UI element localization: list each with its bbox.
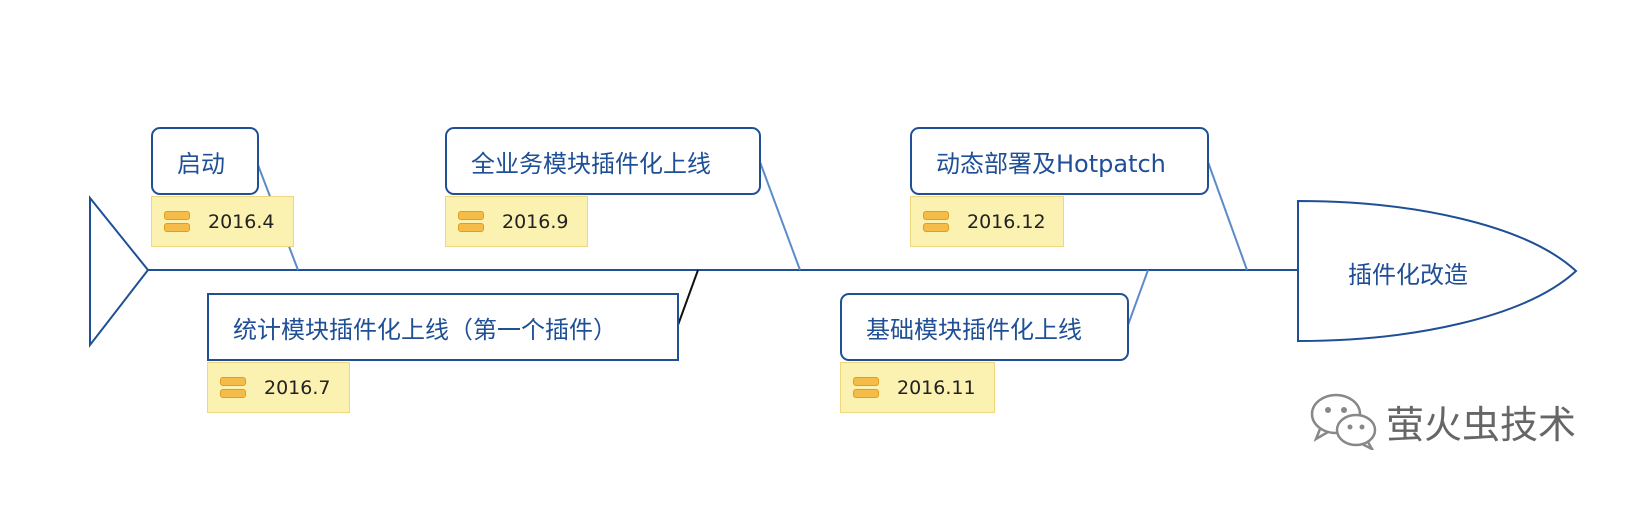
milestone-box-hotpatch[interactable]: 动态部署及Hotpatch [910, 127, 1209, 195]
note-icon [220, 376, 248, 399]
milestone-title: 基础模块插件化上线 [866, 315, 1082, 344]
milestone-title: 动态部署及Hotpatch [936, 149, 1166, 178]
milestone-note-start: 2016.4 [151, 196, 294, 247]
note-icon [164, 210, 192, 233]
rib-5 [1127, 269, 1149, 326]
milestone-box-base[interactable]: 基础模块插件化上线 [840, 293, 1129, 361]
milestone-date: 2016.11 [897, 376, 976, 399]
note-icon [923, 210, 951, 233]
milestone-date: 2016.7 [264, 376, 331, 399]
milestone-title: 统计模块插件化上线（第一个插件） [233, 315, 617, 344]
wechat-icon [1310, 393, 1377, 450]
rib-3 [1207, 161, 1248, 271]
milestone-note-base: 2016.11 [840, 362, 995, 413]
milestone-note-stats: 2016.7 [207, 362, 350, 413]
milestone-box-all-modules[interactable]: 全业务模块插件化上线 [445, 127, 761, 195]
milestone-note-all-modules: 2016.9 [445, 196, 588, 247]
milestone-box-stats[interactable]: 统计模块插件化上线（第一个插件） [207, 293, 679, 361]
head-label: 插件化改造 [1348, 261, 1468, 289]
milestone-date: 2016.4 [208, 210, 275, 233]
milestone-title: 全业务模块插件化上线 [471, 149, 711, 178]
milestone-date: 2016.9 [502, 210, 569, 233]
milestone-box-start[interactable]: 启动 [151, 127, 259, 195]
fish-head [1297, 199, 1578, 343]
note-icon [853, 376, 881, 399]
rib-4 [677, 269, 699, 326]
watermark-text: 萤火虫技术 [1386, 402, 1577, 447]
milestone-date: 2016.12 [967, 210, 1046, 233]
milestone-note-hotpatch: 2016.12 [910, 196, 1064, 247]
note-icon [458, 210, 486, 233]
milestone-title: 启动 [177, 149, 225, 178]
watermark: 萤火虫技术 [1308, 392, 1576, 450]
fish-tail [89, 195, 150, 348]
rib-2 [759, 161, 801, 271]
